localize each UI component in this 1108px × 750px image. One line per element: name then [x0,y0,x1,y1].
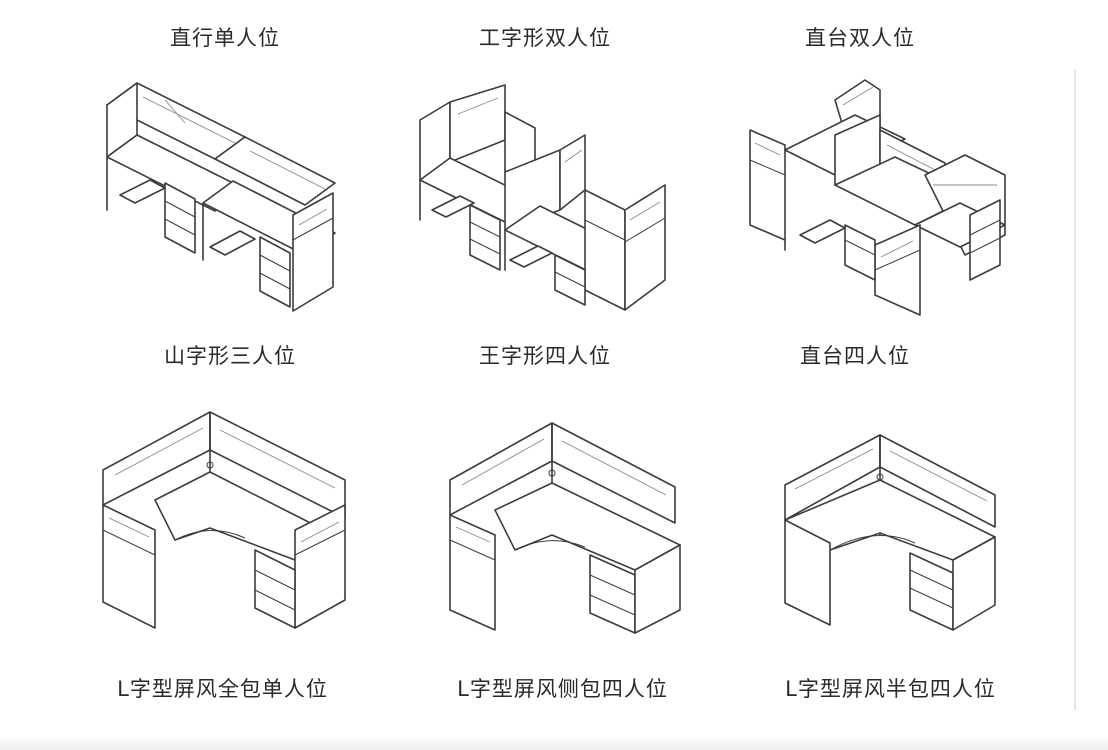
l-shape-half-screen-drawing [775,425,1005,635]
layout-label-h-double: 工字形双人位 [479,26,611,50]
h-shape-double-desk-drawing [410,80,680,325]
straight-row-single-desk-drawing [95,75,345,320]
l-shape-full-screen-drawing [95,400,355,640]
l-shape-side-screen-drawing [440,415,690,640]
layout-label-l-half: L字型屏风半包四人位 [785,677,996,701]
right-divider-line [1074,70,1076,710]
layout-label-straight-single: 直行单人位 [170,26,280,50]
straight-desk-double-drawing [745,75,1015,320]
bottom-strip [0,738,1108,750]
layout-label-mountain-triple: 山字形三人位 [164,344,296,368]
layout-label-wang-quad: 王字形四人位 [479,344,611,368]
layout-label-straight-quad: 直台四人位 [800,344,910,368]
layout-label-l-side: L字型屏风侧包四人位 [457,677,668,701]
layout-label-straight-double: 直台双人位 [805,26,915,50]
layout-label-l-full: L字型屏风全包单人位 [117,677,328,701]
